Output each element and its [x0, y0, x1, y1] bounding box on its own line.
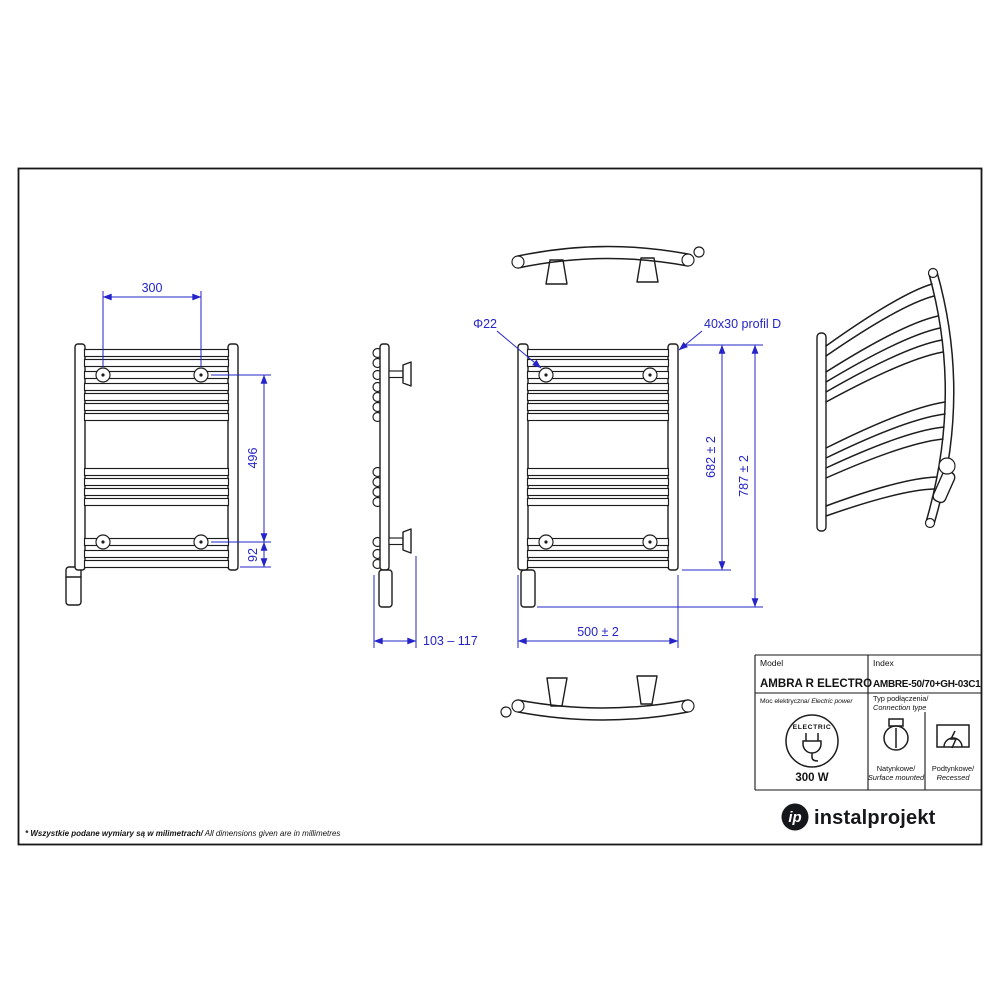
wall-bracket-top — [388, 361, 412, 387]
wall-foot-left — [545, 259, 568, 285]
wall-foot-right — [636, 257, 659, 283]
wall-bracket-bottom — [388, 528, 412, 554]
logo-mark-text: ip — [788, 809, 801, 826]
connection-label-pl: Typ podłączenia/ — [873, 694, 929, 703]
plug-cord-icon — [811, 753, 819, 762]
dim-300-label: 300 — [142, 281, 163, 295]
perspective-view — [816, 267, 956, 532]
dim-682-label: 682 ± 2 — [704, 436, 718, 478]
mounting-points — [95, 367, 209, 550]
profile-label: 40x30 profil D — [704, 317, 781, 331]
dia-label: Φ22 — [473, 317, 497, 331]
recessed-label-en: Recessed — [937, 773, 971, 782]
surface-mounted-icon — [883, 718, 909, 751]
heating-element-side — [378, 569, 393, 608]
model-value: AMBRA R ELECTRO — [760, 678, 872, 690]
side-view — [372, 343, 412, 608]
recessed-icon — [936, 724, 970, 749]
wall-foot-right — [636, 675, 658, 705]
left-rail — [74, 343, 86, 571]
dim-depth-103-117: 103 – 117 — [373, 556, 478, 648]
drawing-frame — [17, 167, 983, 846]
front-rail-inner — [925, 273, 946, 523]
dim-height-92: 92 — [240, 541, 271, 568]
logo-mark-circle — [781, 803, 809, 831]
plug-body-icon — [802, 740, 822, 754]
rail-curved — [816, 332, 827, 532]
tube-rungs — [526, 348, 670, 569]
index-value: AMBRE-50/70+GH-03C1 — [873, 679, 981, 690]
surface-label-pl: Natynkowe/ — [877, 764, 917, 773]
power-value: 300 W — [795, 772, 828, 784]
leader-tube-diameter: Φ22 — [473, 317, 542, 369]
title-block: Model AMBRA R ELECTRO Index AMBRE-50/70+… — [754, 654, 981, 791]
wall-foot-left — [546, 677, 568, 707]
electric-power-icon: ELECTRIC — [785, 714, 839, 768]
recessed-label-pl: Podtynkowe/ — [932, 764, 975, 773]
tube-rungs — [83, 348, 230, 569]
dimensions: 300 496 92 103 – 117 500 ± 2 — [102, 281, 781, 648]
dim-width-500: 500 ± 2 — [517, 575, 679, 648]
dim-500-label: 500 ± 2 — [577, 625, 619, 639]
heating-element — [520, 569, 536, 608]
footer-note: * Wszystkie podane wymiary są w milimetr… — [25, 829, 340, 838]
connection-label-en: Connection type — [873, 703, 926, 712]
dim-height-787: 787 ± 2 — [537, 344, 763, 608]
dim-787-label: 787 ± 2 — [737, 455, 751, 497]
logo: ip instalprojekt — [781, 803, 936, 831]
logo-text: instalprojekt — [814, 807, 936, 829]
top-view — [511, 245, 705, 285]
element-knob — [500, 706, 512, 718]
dim-width-300: 300 — [102, 281, 202, 367]
dim-height-682: 682 ± 2 — [682, 344, 763, 571]
right-rail — [667, 343, 679, 571]
left-rail — [517, 343, 529, 571]
heating-element-3d — [932, 457, 956, 504]
sensor-knob — [693, 246, 705, 258]
side-profile-bar — [379, 343, 390, 571]
mounting-points — [538, 367, 658, 550]
curved-tubes — [825, 283, 946, 517]
electric-badge: ELECTRIC — [793, 724, 832, 731]
front-view-main — [517, 343, 679, 608]
leader-profile: 40x30 profil D — [678, 317, 781, 351]
plug-prongs-icon — [805, 733, 819, 741]
surface-label-en: Surface mounted — [868, 773, 925, 782]
front-view-left — [65, 343, 239, 606]
power-label: Moc elektryczna/ Electric power — [760, 698, 853, 705]
index-label: Index — [873, 658, 895, 668]
dim-496-label: 496 — [246, 448, 260, 469]
bottom-view — [500, 675, 695, 721]
dim-depth-label: 103 – 117 — [423, 634, 478, 648]
right-rail — [227, 343, 239, 571]
heating-element — [65, 566, 82, 606]
model-label: Model — [760, 658, 783, 668]
dim-92-label: 92 — [246, 548, 260, 562]
